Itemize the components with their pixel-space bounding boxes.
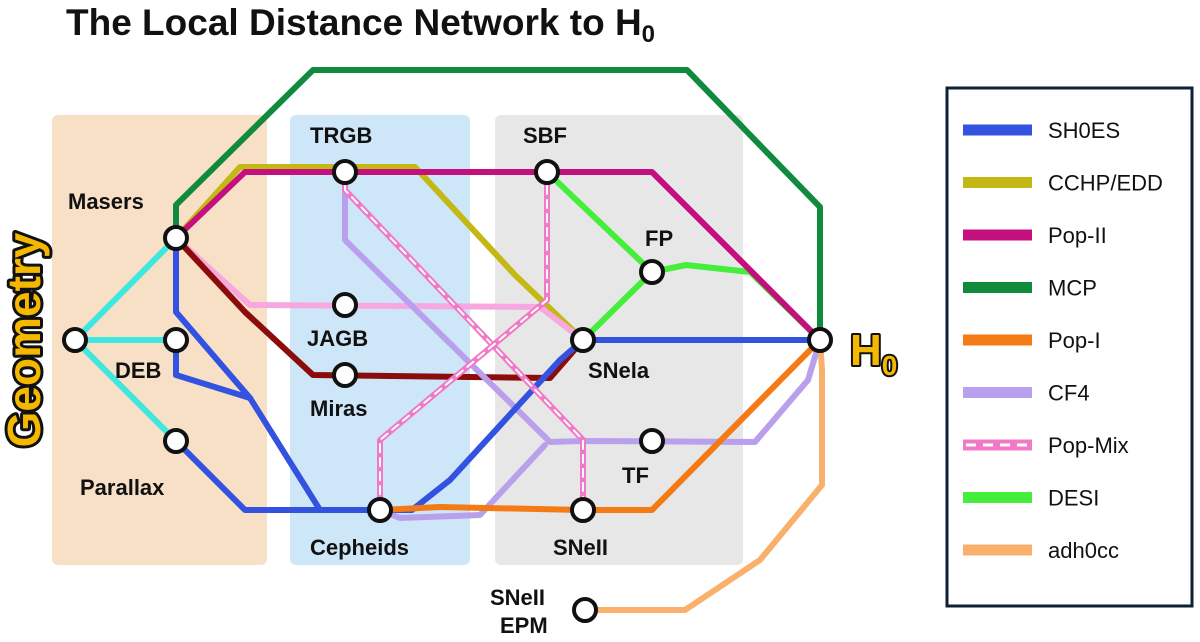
label-deb: DEB <box>115 358 161 383</box>
node-parallax-hub <box>62 327 88 353</box>
legend-label: MCP <box>1048 276 1097 301</box>
node-parallax <box>163 428 189 454</box>
label-snell-epm-line1: SNeII <box>490 585 545 610</box>
label-tf: TF <box>622 463 649 488</box>
label-jagb: JAGB <box>307 326 368 351</box>
node-trgb <box>332 159 358 185</box>
route-pop-mix-2-dash <box>379 171 548 511</box>
label-snell: SNeII <box>553 535 608 560</box>
node-snell-epm <box>572 597 598 623</box>
label-parallax: Parallax <box>80 475 165 500</box>
diagram-title: The Local Distance Network to H0 <box>66 2 655 49</box>
legend-label: SH0ES <box>1048 118 1120 143</box>
node-tf <box>639 428 665 454</box>
label-miras: Miras <box>310 396 367 421</box>
legend: SH0ES CCHP/EDD Pop-II MCP Pop-I CF4Pop-MixDES… <box>945 86 1194 608</box>
label-h0-main: H <box>850 326 882 375</box>
label-masers: Masers <box>68 189 144 214</box>
legend-label: Pop-Mix <box>1048 433 1129 458</box>
node-miras <box>332 362 358 388</box>
node-cepheids <box>367 497 393 523</box>
legend-label: Pop-II <box>1048 223 1107 248</box>
legend-label: adh0cc <box>1048 538 1119 563</box>
label-trgb: TRGB <box>310 123 372 148</box>
node-jagb <box>332 292 358 318</box>
route-pop-ii <box>173 169 823 343</box>
route-desi-snela <box>580 269 655 343</box>
node-sbf <box>534 159 560 185</box>
legend-label: DESI <box>1048 486 1099 511</box>
label-snell-epm: SNeII EPM <box>490 585 551 638</box>
label-cepheids: Cepheids <box>310 535 409 560</box>
label-fp: FP <box>645 226 673 251</box>
node-h0 <box>807 327 833 353</box>
node-fp <box>639 259 665 285</box>
node-snell <box>570 497 596 523</box>
label-snell-epm-line2: EPM <box>500 613 548 638</box>
route-cyan-parallax <box>72 337 179 444</box>
label-h0-sub: 0 <box>882 350 898 381</box>
region-label-geometry: Geometry <box>0 232 50 447</box>
label-h0: H0 <box>850 326 897 381</box>
route-dark-red <box>173 235 586 381</box>
legend-label: CCHP/EDD <box>1048 171 1163 196</box>
route-sh0es-deb <box>173 438 323 513</box>
node-masers <box>163 225 189 251</box>
node-snela <box>570 327 596 353</box>
legend-box <box>945 86 1194 608</box>
title-subscript: 0 <box>641 21 656 48</box>
route-adh0cc <box>582 337 825 613</box>
route-light-pink <box>173 235 586 343</box>
label-sbf: SBF <box>523 123 567 148</box>
legend-items: SH0ES CCHP/EDD Pop-II MCP Pop-I CF4Pop-MixDES… <box>963 118 1163 563</box>
legend-label: CF4 <box>1048 381 1090 406</box>
label-snela: SNela <box>588 358 650 383</box>
route-mcp <box>173 67 823 343</box>
region-secondary <box>290 115 470 565</box>
title-text: The Local Distance Network to H <box>66 2 642 43</box>
node-deb <box>163 327 189 353</box>
legend-label: Pop-I <box>1048 328 1101 353</box>
route-cyan-masers <box>72 235 179 343</box>
